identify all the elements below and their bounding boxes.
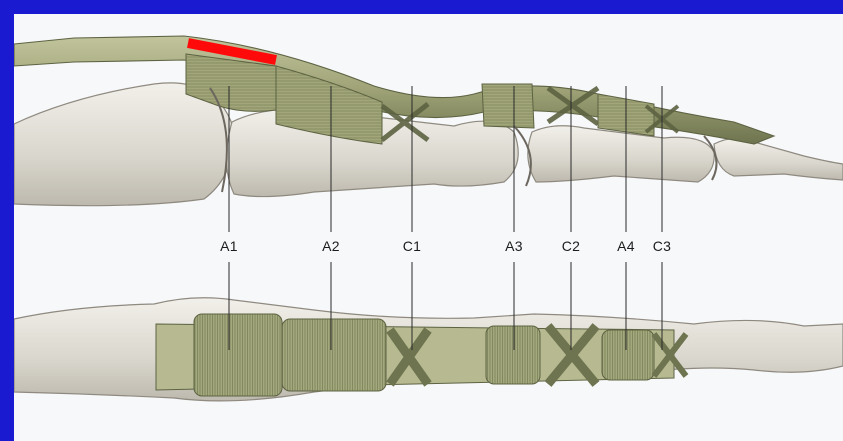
- a2-label: A2: [322, 238, 340, 254]
- c2-label: C2: [562, 238, 581, 254]
- a1-pulley-palmar: [194, 314, 282, 396]
- distal-phalanx-bone: [714, 138, 843, 180]
- anatomy-drawing: [14, 14, 843, 441]
- a3-pulley-palmar: [486, 326, 540, 384]
- c3-label: C3: [653, 238, 672, 254]
- finger-pulley-illustration: A1 A2 C1 A3 C2 A4 C3: [14, 14, 843, 441]
- palmar-view: [14, 298, 843, 401]
- a4-pulley-palmar: [602, 330, 654, 380]
- a3-pulley-lateral: [482, 84, 534, 128]
- lateral-view: [14, 36, 843, 206]
- a4-label: A4: [617, 238, 635, 254]
- middle-phalanx-bone: [528, 126, 714, 182]
- c1-label: C1: [403, 238, 422, 254]
- a1-label: A1: [220, 238, 238, 254]
- a3-label: A3: [505, 238, 523, 254]
- a2-pulley-palmar: [282, 319, 386, 391]
- metacarpal-bone: [14, 83, 233, 206]
